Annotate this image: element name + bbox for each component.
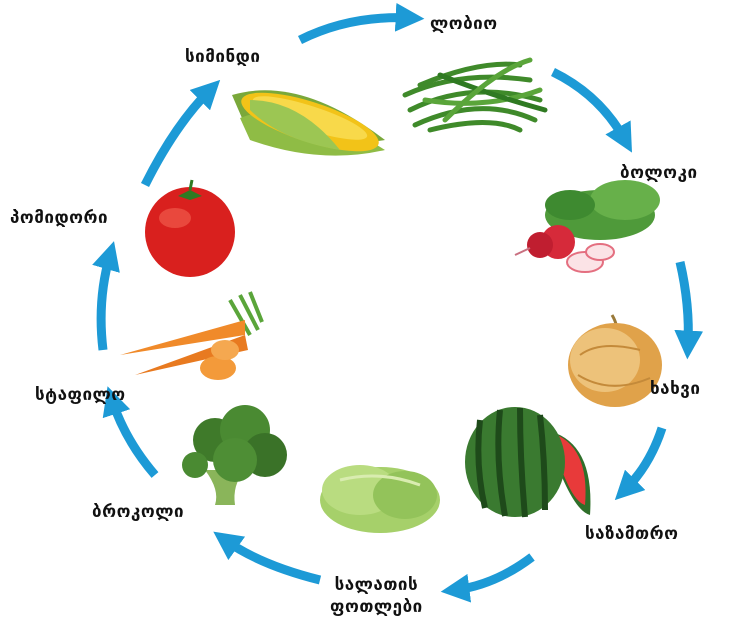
beans-icon <box>405 60 545 130</box>
lettuce-icon <box>320 465 440 533</box>
watermelon-icon <box>465 407 590 517</box>
radish-icon <box>515 180 660 272</box>
label-carrot: სტაფილო <box>35 385 126 405</box>
label-radish: ბოლოკი <box>620 163 698 183</box>
label-watermelon: საზამთრო <box>585 524 678 544</box>
label-lettuce: სალათის ფოთლები <box>330 574 423 618</box>
label-lettuce-line1: სალათის <box>330 574 423 596</box>
carrot-icon <box>120 292 262 380</box>
label-broccoli: ბროკოლი <box>92 502 184 522</box>
label-lettuce-line2: ფოთლები <box>330 596 423 618</box>
corn-icon <box>232 81 385 164</box>
label-corn: სიმინდი <box>185 47 260 67</box>
label-beans: ლობიო <box>430 14 498 34</box>
broccoli-icon <box>182 405 287 505</box>
onion-icon <box>568 315 662 407</box>
tomato-icon <box>145 180 235 277</box>
label-onion: ხახვი <box>650 379 700 399</box>
label-tomato: პომიდორი <box>10 208 108 228</box>
